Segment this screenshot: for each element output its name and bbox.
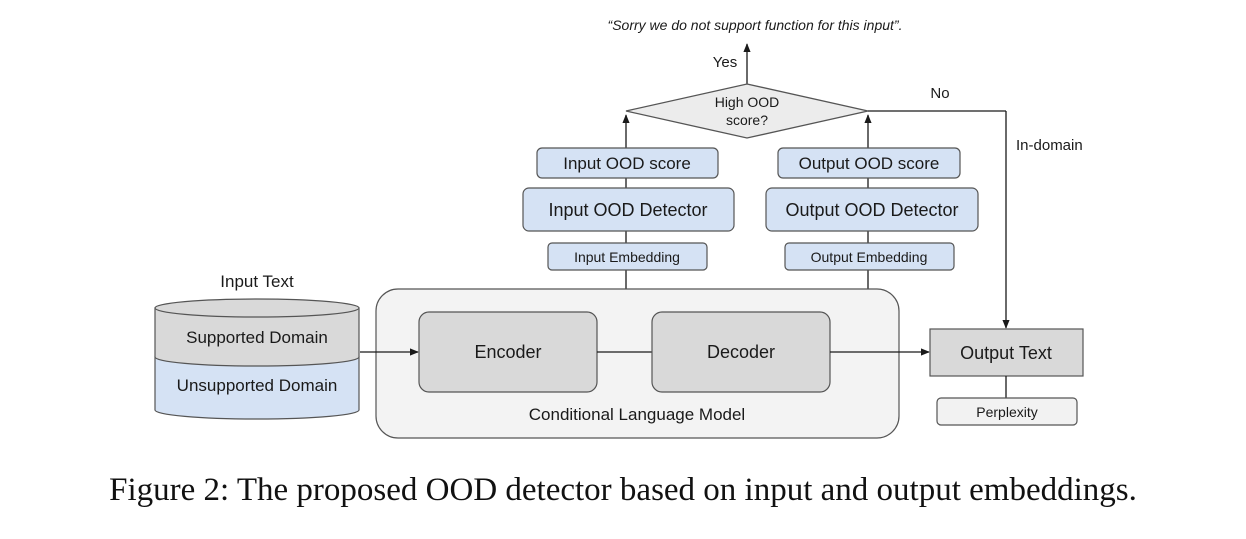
output-embedding-box <box>784 242 955 271</box>
output-ood-score-box <box>777 147 961 179</box>
unsupported-domain-label: Unsupported Domain <box>177 376 338 395</box>
output-ood-score-label: Output OOD score <box>799 154 940 173</box>
decision-line2: score? <box>726 112 768 128</box>
input-text-title: Input Text <box>220 272 294 291</box>
supported-domain-label: Supported Domain <box>186 328 328 347</box>
output-embedding-label: Output Embedding <box>811 249 928 265</box>
output-ood-detector-box <box>765 187 979 232</box>
decoder-label: Decoder <box>707 342 775 362</box>
input-ood-score-label: Input OOD score <box>563 154 691 173</box>
refusal-message: “Sorry we do not support function for th… <box>608 17 903 33</box>
in-domain-label: In-domain <box>1016 137 1083 154</box>
yes-label: Yes <box>713 54 737 71</box>
perplexity-box <box>936 397 1078 426</box>
perplexity-label: Perplexity <box>976 404 1037 420</box>
figure-caption: Figure 2: The proposed OOD detector base… <box>109 472 1137 508</box>
input-ood-score-box <box>536 147 719 179</box>
decision-line1: High OOD <box>715 94 780 110</box>
conditional-language-model-label: Conditional Language Model <box>529 405 745 424</box>
ood-detector-diagram: “Sorry we do not support function for th… <box>154 17 1084 439</box>
input-text-database <box>154 298 360 420</box>
input-embedding-box <box>547 242 708 271</box>
output-text-label: Output Text <box>960 343 1052 363</box>
input-ood-detector-box <box>522 187 735 232</box>
input-ood-detector-label: Input OOD Detector <box>548 200 707 220</box>
encoder-label: Encoder <box>474 342 541 362</box>
decision-diamond <box>625 83 869 139</box>
input-embedding-label: Input Embedding <box>574 249 680 265</box>
no-label: No <box>930 85 949 102</box>
output-ood-detector-label: Output OOD Detector <box>785 200 958 220</box>
output-text-box <box>929 328 1084 377</box>
